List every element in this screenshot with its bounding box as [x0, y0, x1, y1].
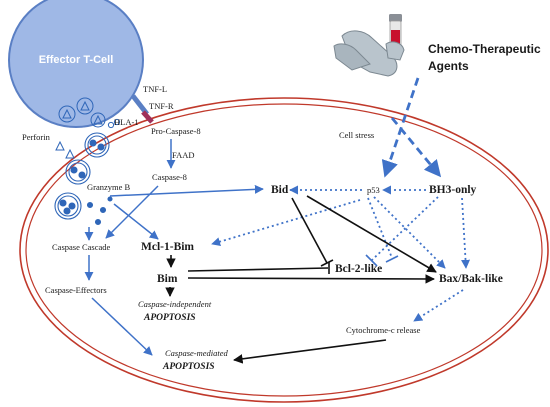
chemo-agents-label-line1: Chemo-Therapeutic	[428, 42, 541, 56]
blue-solid-arrows	[84, 139, 264, 356]
bax-bak-like-label: Bax/Bak-like	[439, 273, 503, 285]
caspase-effectors-label: Caspase-Effectors	[45, 285, 107, 295]
caspase-independent-label: Caspase-independent	[138, 299, 212, 309]
bcl2-like-label: Bcl-2-like	[335, 263, 382, 275]
black-inhibition-lines	[187, 197, 334, 274]
caspase-cascade-label: Caspase Cascade	[52, 242, 111, 252]
granzyme-b-label: Granzyme B	[87, 182, 131, 192]
black-arrows	[165, 195, 437, 364]
hla-1-label: HLA-1	[114, 117, 139, 127]
apoptosis-label-2: APOPTOSIS	[162, 362, 215, 372]
tnf-r-label: TNF-R	[149, 101, 174, 111]
tnf-l-label: TNF-L	[143, 84, 167, 94]
bid-label: Bid	[271, 184, 289, 196]
perforin-label: Perforin	[22, 132, 51, 142]
mcl1-bim-label: Mcl-1-Bim	[141, 241, 194, 253]
bh3-only-label: BH3-only	[429, 184, 477, 196]
tnf-receptor-icon	[107, 94, 154, 129]
hand-vial-icon	[333, 14, 405, 77]
caspase-8-label: Caspase-8	[152, 172, 187, 182]
granzyme-vesicle-icon	[54, 132, 113, 226]
apoptosis-label-1: APOPTOSIS	[143, 313, 196, 323]
p53-label: p53	[367, 185, 380, 195]
cell-stress-label: Cell stress	[339, 130, 374, 140]
effector-t-cell: Effector T-Cell	[8, 0, 144, 128]
chemo-arrows	[381, 77, 442, 178]
blue-dotted-arrows	[211, 185, 471, 322]
perforin-pore-icon	[55, 97, 106, 159]
faad-label: FAAD	[172, 150, 195, 160]
effector-t-cell-label: Effector T-Cell	[39, 54, 114, 66]
dotted-inhibition-bars	[365, 254, 399, 267]
cytochrome-c-release-label: Cytochrome-c release	[346, 325, 421, 335]
bim-label: Bim	[157, 273, 178, 285]
target-cell-membrane	[19, 97, 549, 403]
pro-caspase-8-label: Pro-Caspase-8	[151, 126, 201, 136]
caspase-mediated-label: Caspase-mediated	[165, 348, 229, 358]
chemo-agents-label-line2: Agents	[428, 59, 469, 73]
